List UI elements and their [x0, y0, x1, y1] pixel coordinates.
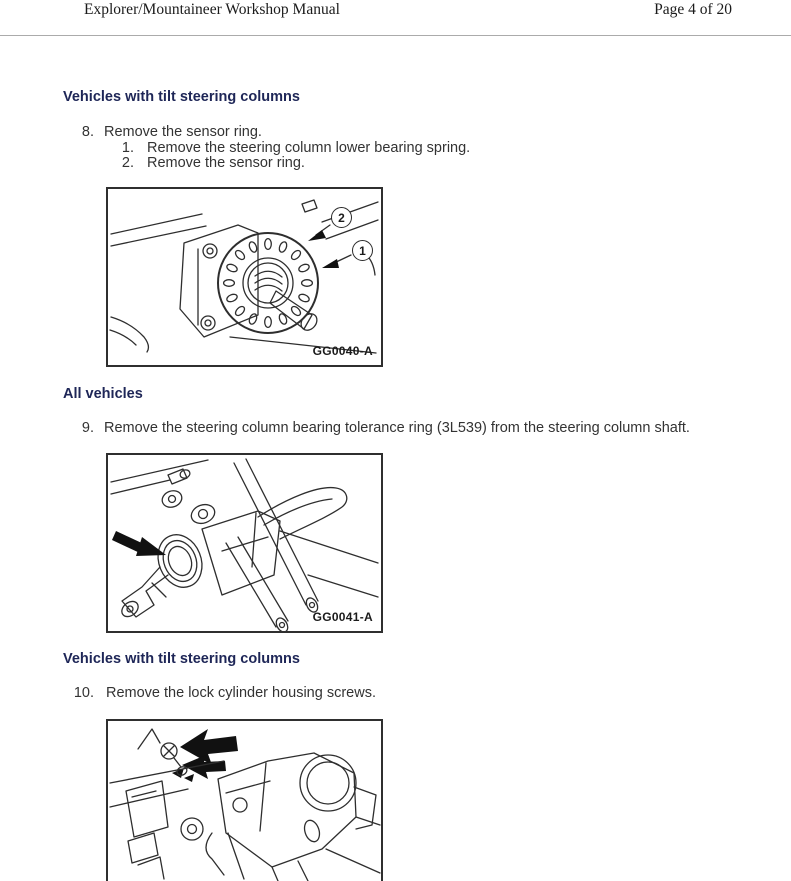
section-heading-all-vehicles: All vehicles — [63, 386, 143, 402]
figure1-label: GG0040-A — [312, 344, 373, 358]
section-heading-tilt-a: Vehicles with tilt steering columns — [63, 89, 300, 105]
tolerance-ring-illustration — [110, 458, 379, 631]
step8-substep1-text: Remove the steering column lower bearing… — [147, 140, 471, 156]
step8-number: 8. — [81, 124, 94, 140]
figure-lock-cylinder-housing — [106, 719, 383, 881]
step9-text: Remove the steering column bearing toler… — [104, 420, 690, 436]
screw-pointer-arrows — [172, 729, 238, 782]
figure-tolerance-ring: GG0041-A — [106, 453, 383, 633]
figure-sensor-ring: 2 1 GG0040-A — [106, 187, 383, 367]
step9-number: 9. — [81, 420, 94, 436]
section-heading-tilt-b: Vehicles with tilt steering columns — [63, 651, 300, 667]
callout-arrowheads — [308, 230, 339, 268]
figure1-callout-1: 1 — [352, 240, 373, 261]
document-title: Explorer/Mountaineer Workshop Manual — [84, 1, 340, 18]
step10-text: Remove the lock cylinder housing screws. — [106, 685, 376, 701]
step8-text: Remove the sensor ring. — [104, 124, 262, 140]
page-indicator: Page 4 of 20 — [654, 1, 732, 18]
step10-number: 10. — [73, 685, 94, 701]
pointer-arrow — [112, 531, 166, 556]
lock-cylinder-illustration — [109, 728, 381, 881]
figure2-label: GG0041-A — [312, 610, 373, 624]
step8-substep2-text: Remove the sensor ring. — [147, 155, 305, 171]
figure1-callout-2: 2 — [331, 207, 352, 228]
step8-substep2-number: 2. — [121, 155, 134, 171]
step8-substep1-number: 1. — [121, 140, 134, 156]
header-divider — [0, 35, 791, 36]
